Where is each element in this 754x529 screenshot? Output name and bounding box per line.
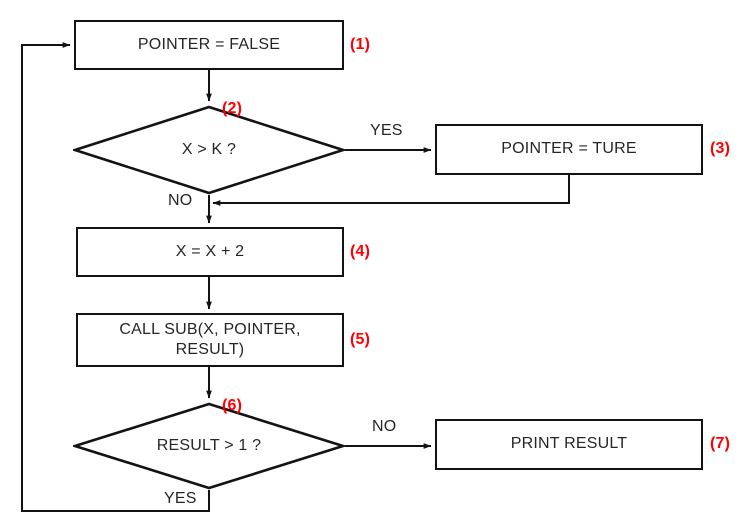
node-pointer-false[interactable]: POINTER = FALSE (74, 20, 344, 70)
edge-label-no-bottom: NO (372, 418, 397, 435)
tag-2: (2) (222, 100, 243, 117)
node-label: CALL SUB(X, POINTER, RESULT) (119, 320, 301, 358)
edge-label-no-merge: NO (168, 192, 193, 209)
edge-label-yes-top: YES (370, 122, 403, 139)
node-decision-x-gt-k[interactable]: X > K ? (73, 105, 345, 195)
tag-5: (5) (350, 331, 371, 348)
node-label: PRINT RESULT (510, 435, 628, 453)
node-call-sub[interactable]: CALL SUB(X, POINTER, RESULT) (76, 313, 344, 367)
node-label: X = X + 2 (175, 242, 245, 260)
node-label: POINTER = FALSE (137, 35, 281, 53)
node-label: RESULT > 1 ? (156, 436, 262, 454)
edge-label-yes-loop: YES (164, 490, 197, 507)
tag-3: (3) (710, 140, 731, 157)
node-label: X > K ? (181, 140, 237, 158)
tag-6: (6) (222, 397, 243, 414)
diamond-shape (73, 402, 345, 490)
node-print-result[interactable]: PRINT RESULT (435, 419, 703, 470)
node-decision-result-gt-1[interactable]: RESULT > 1 ? (73, 402, 345, 490)
diamond-shape (73, 105, 345, 195)
tag-7: (7) (710, 435, 731, 452)
node-pointer-ture[interactable]: POINTER = TURE (435, 124, 703, 175)
tag-1: (1) (350, 36, 371, 53)
node-label: POINTER = TURE (501, 140, 637, 158)
tag-4: (4) (350, 243, 371, 260)
node-increment-x[interactable]: X = X + 2 (76, 227, 344, 277)
